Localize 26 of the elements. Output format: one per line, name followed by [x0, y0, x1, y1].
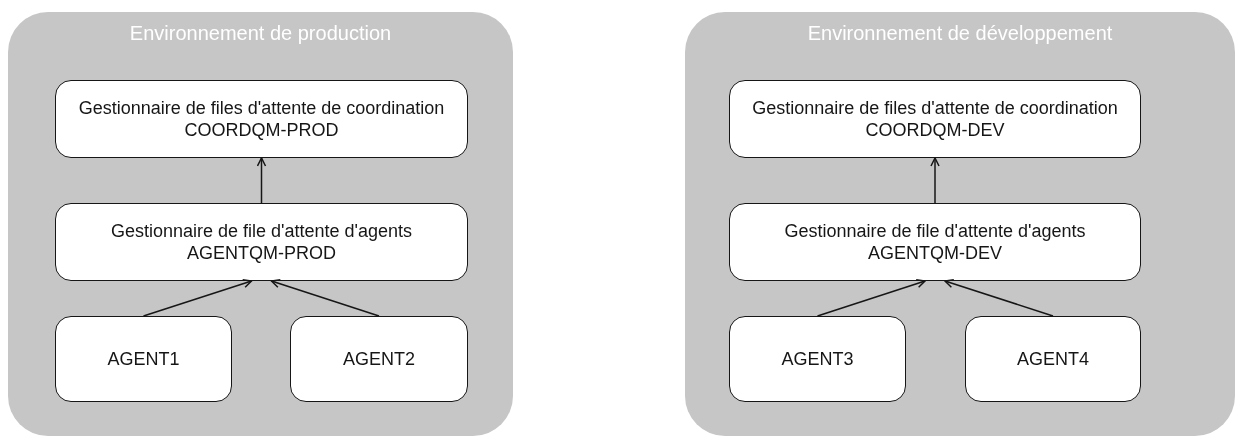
node-label: AGENT2 — [343, 347, 415, 371]
node-label: AGENT3 — [781, 347, 854, 371]
environment-panel — [8, 12, 513, 436]
node-sublabel: AGENTQM-PROD — [187, 242, 336, 265]
panel-title: Environnement de développement — [806, 22, 1114, 45]
queue-manager-box — [55, 203, 468, 281]
node-sublabel: AGENTQM-DEV — [868, 242, 1002, 265]
node-label: AGENT1 — [107, 347, 180, 371]
arrow — [930, 157, 940, 204]
agent-box — [55, 316, 232, 402]
node-label: AGENT4 — [1017, 347, 1089, 371]
agent-box — [965, 316, 1141, 402]
agent-box — [290, 316, 468, 402]
queue-manager-box — [729, 80, 1141, 158]
arrow — [256, 157, 267, 204]
panel-title: Environnement de production — [128, 22, 393, 45]
node-sublabel: COORDQM-PROD — [184, 119, 339, 142]
environment-panel — [685, 12, 1235, 436]
node-label: Gestionnaire de files d'attente de coordination — [78, 96, 445, 119]
node-label: Gestionnaire de file d'attente d'agents — [784, 219, 1086, 242]
node-label: Gestionnaire de files d'attente de coordination — [752, 96, 1118, 119]
agent-box — [729, 316, 906, 402]
node-sublabel: COORDQM-DEV — [865, 119, 1005, 142]
queue-manager-box — [55, 80, 468, 158]
queue-manager-box — [729, 203, 1141, 281]
node-label: Gestionnaire de file d'attente d'agents — [110, 219, 413, 242]
